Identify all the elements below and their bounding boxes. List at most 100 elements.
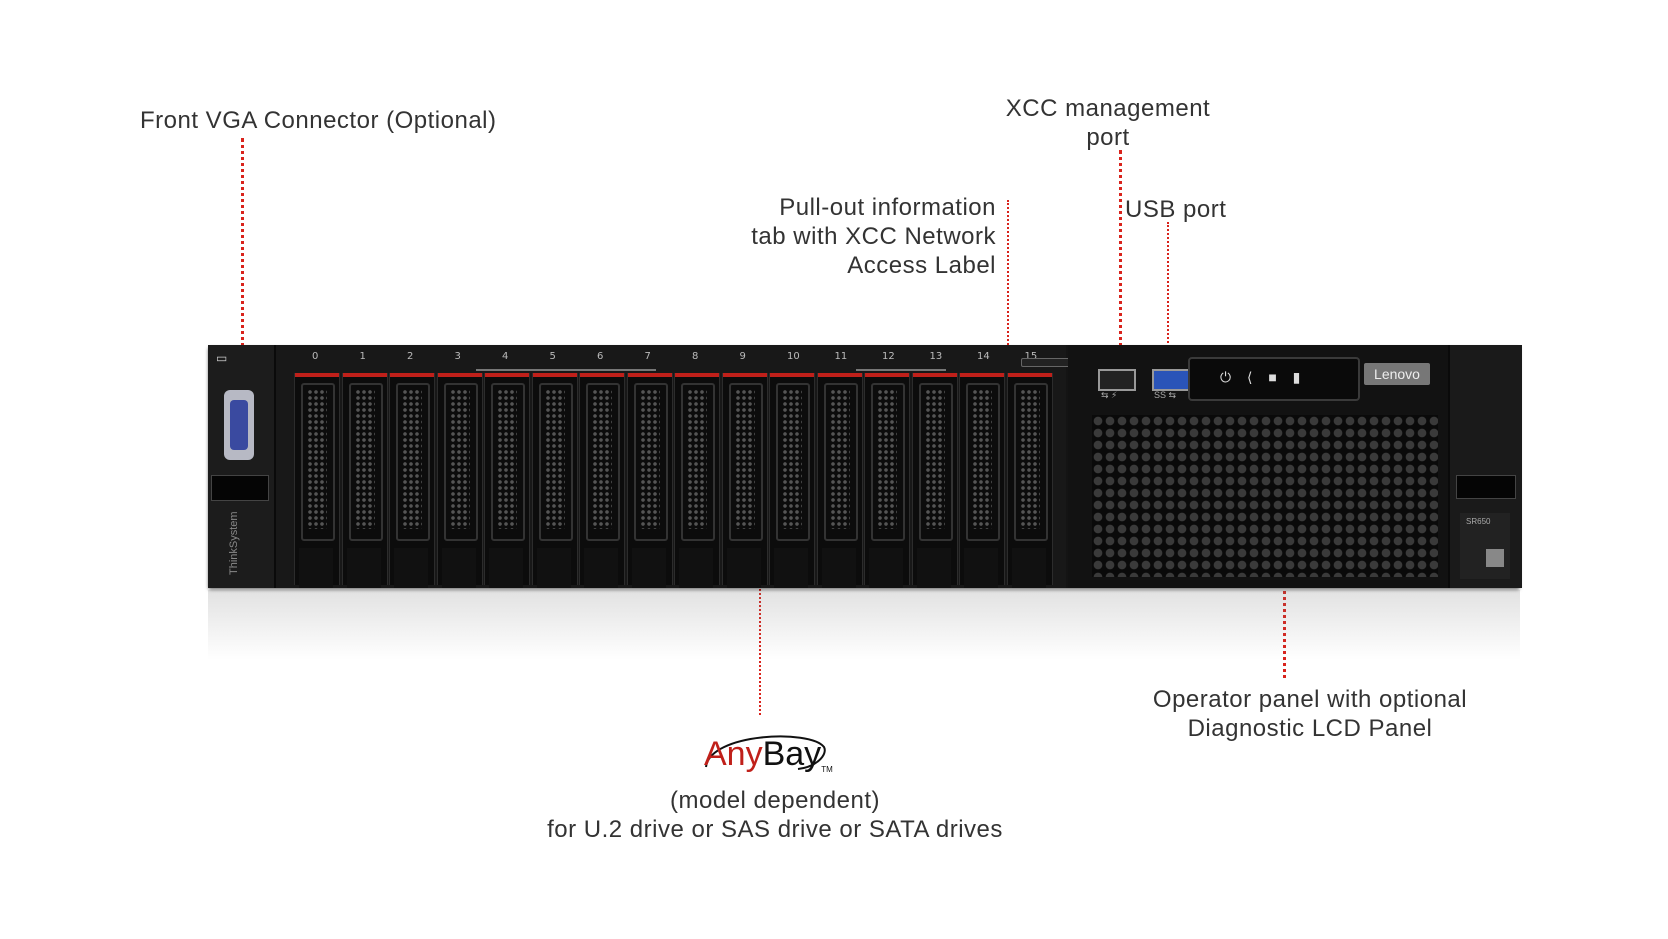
drive-label: [441, 548, 476, 588]
operator-panel[interactable]: ⏻ ⟨ ■ ▮: [1188, 357, 1360, 401]
bay-group-line: [476, 369, 656, 371]
drive-mesh: [877, 389, 897, 529]
vga-connector[interactable]: [224, 390, 254, 460]
anybay-bay: Bay: [762, 735, 822, 773]
drive-label: [679, 548, 713, 588]
usb-2-port[interactable]: [1098, 369, 1136, 391]
bay-number: 3: [454, 351, 461, 362]
rack-latch-right[interactable]: [1456, 475, 1516, 499]
usb-3-port[interactable]: [1152, 369, 1190, 391]
bay-number: 8: [692, 351, 699, 362]
model-name: SR650: [1466, 517, 1491, 526]
left-rack-ear: ▭ ThinkSystem: [208, 345, 276, 588]
anybay-any: Any: [704, 735, 763, 773]
drive-bay[interactable]: [721, 373, 768, 588]
drive-label: [964, 548, 998, 588]
drive-handle[interactable]: [823, 383, 858, 541]
drive-mesh: [307, 389, 327, 529]
drive-label: [774, 548, 808, 588]
drive-handle[interactable]: [538, 383, 573, 541]
drive-label: [916, 548, 951, 588]
drive-mesh: [592, 389, 612, 529]
drive-bay[interactable]: [341, 373, 388, 588]
drive-bay-accent: [295, 373, 339, 377]
drive-handle[interactable]: [301, 383, 335, 541]
drive-bay[interactable]: [911, 373, 958, 588]
rack-latch[interactable]: [211, 475, 269, 501]
anybay-tm: TM: [821, 765, 833, 774]
pullout-leader-line: [1007, 200, 1009, 360]
drive-handle[interactable]: [776, 383, 810, 541]
anybay-swoosh-icon: [705, 735, 826, 770]
drive-label: [584, 548, 618, 588]
usb-label-text: USB port: [1125, 196, 1227, 223]
drive-bay[interactable]: [626, 373, 673, 588]
drive-mesh: [639, 389, 660, 529]
drive-handle[interactable]: [871, 383, 905, 541]
drive-handle[interactable]: [728, 383, 763, 541]
operator-panel-label: Operator panel with optional Diagnostic …: [1135, 685, 1485, 743]
drive-bay-accent: [770, 373, 814, 377]
drive-mesh: [734, 389, 755, 529]
drive-bay-accent: [390, 373, 434, 377]
power-button-icon[interactable]: ⏻ ⟨ ■ ▮: [1220, 369, 1307, 385]
drive-bay[interactable]: [959, 373, 1005, 588]
drive-bay[interactable]: [769, 373, 815, 588]
drive-label: [726, 548, 761, 588]
drive-bay[interactable]: [531, 373, 578, 588]
drive-bay-accent: [342, 373, 387, 377]
drive-bay[interactable]: [674, 373, 720, 588]
vga-leader-line: [241, 138, 244, 408]
drive-mesh: [924, 389, 945, 529]
drive-bay[interactable]: [816, 373, 863, 588]
bay-number: 6: [597, 351, 604, 362]
drive-handle[interactable]: [918, 383, 953, 541]
bay-number: 2: [407, 351, 414, 362]
drive-bay[interactable]: [389, 373, 435, 588]
bay-number: 10: [787, 351, 800, 362]
usb-leader-line: [1167, 222, 1169, 374]
lenovo-logo: Lenovo: [1364, 363, 1430, 385]
drive-label: [1011, 548, 1046, 588]
drive-handle[interactable]: [681, 383, 715, 541]
drive-label: [821, 548, 856, 588]
drive-bay-accent: [532, 373, 577, 377]
drive-handle[interactable]: [348, 383, 383, 541]
drive-handle[interactable]: [491, 383, 525, 541]
anybay-wordmark: AnyBayTM: [704, 735, 833, 774]
drive-handle[interactable]: [396, 383, 430, 541]
drive-mesh: [1019, 389, 1040, 529]
brand-text: ThinkSystem: [228, 511, 240, 575]
xcc-port-label: XCC management port: [1000, 94, 1216, 152]
usb-port-label: USB port: [1125, 195, 1226, 224]
drive-mesh: [497, 389, 517, 529]
bay-number: 4: [502, 351, 509, 362]
drive-label: [394, 548, 428, 588]
drive-bay-accent: [960, 373, 1004, 377]
drive-bay-accent: [580, 373, 624, 377]
drive-bay[interactable]: [864, 373, 910, 588]
drive-handle[interactable]: [443, 383, 478, 541]
drive-handle[interactable]: [586, 383, 620, 541]
vent-grille: [1092, 415, 1438, 577]
bay-number: 1: [359, 351, 366, 362]
drive-handle[interactable]: [1013, 383, 1048, 541]
drive-bay-accent: [627, 373, 672, 377]
bay-number: 12: [882, 351, 895, 362]
bay-number: 9: [739, 351, 746, 362]
drive-bay[interactable]: [1006, 373, 1053, 588]
vga-icon: ▭: [216, 351, 228, 365]
xcc-label-line1: XCC management: [1005, 95, 1211, 122]
anybay-caption-line1: (model dependent): [670, 787, 880, 814]
drive-bay[interactable]: [294, 373, 340, 588]
drive-label: [536, 548, 571, 588]
drive-bay[interactable]: [579, 373, 625, 588]
drive-bay[interactable]: [484, 373, 530, 588]
bay-number: 11: [834, 351, 848, 362]
drive-bay[interactable]: [436, 373, 483, 588]
drive-handle[interactable]: [633, 383, 668, 541]
anybay-caption-line2: for U.2 drive or SAS drive or SATA drive…: [547, 816, 1003, 843]
drive-handle[interactable]: [966, 383, 1000, 541]
